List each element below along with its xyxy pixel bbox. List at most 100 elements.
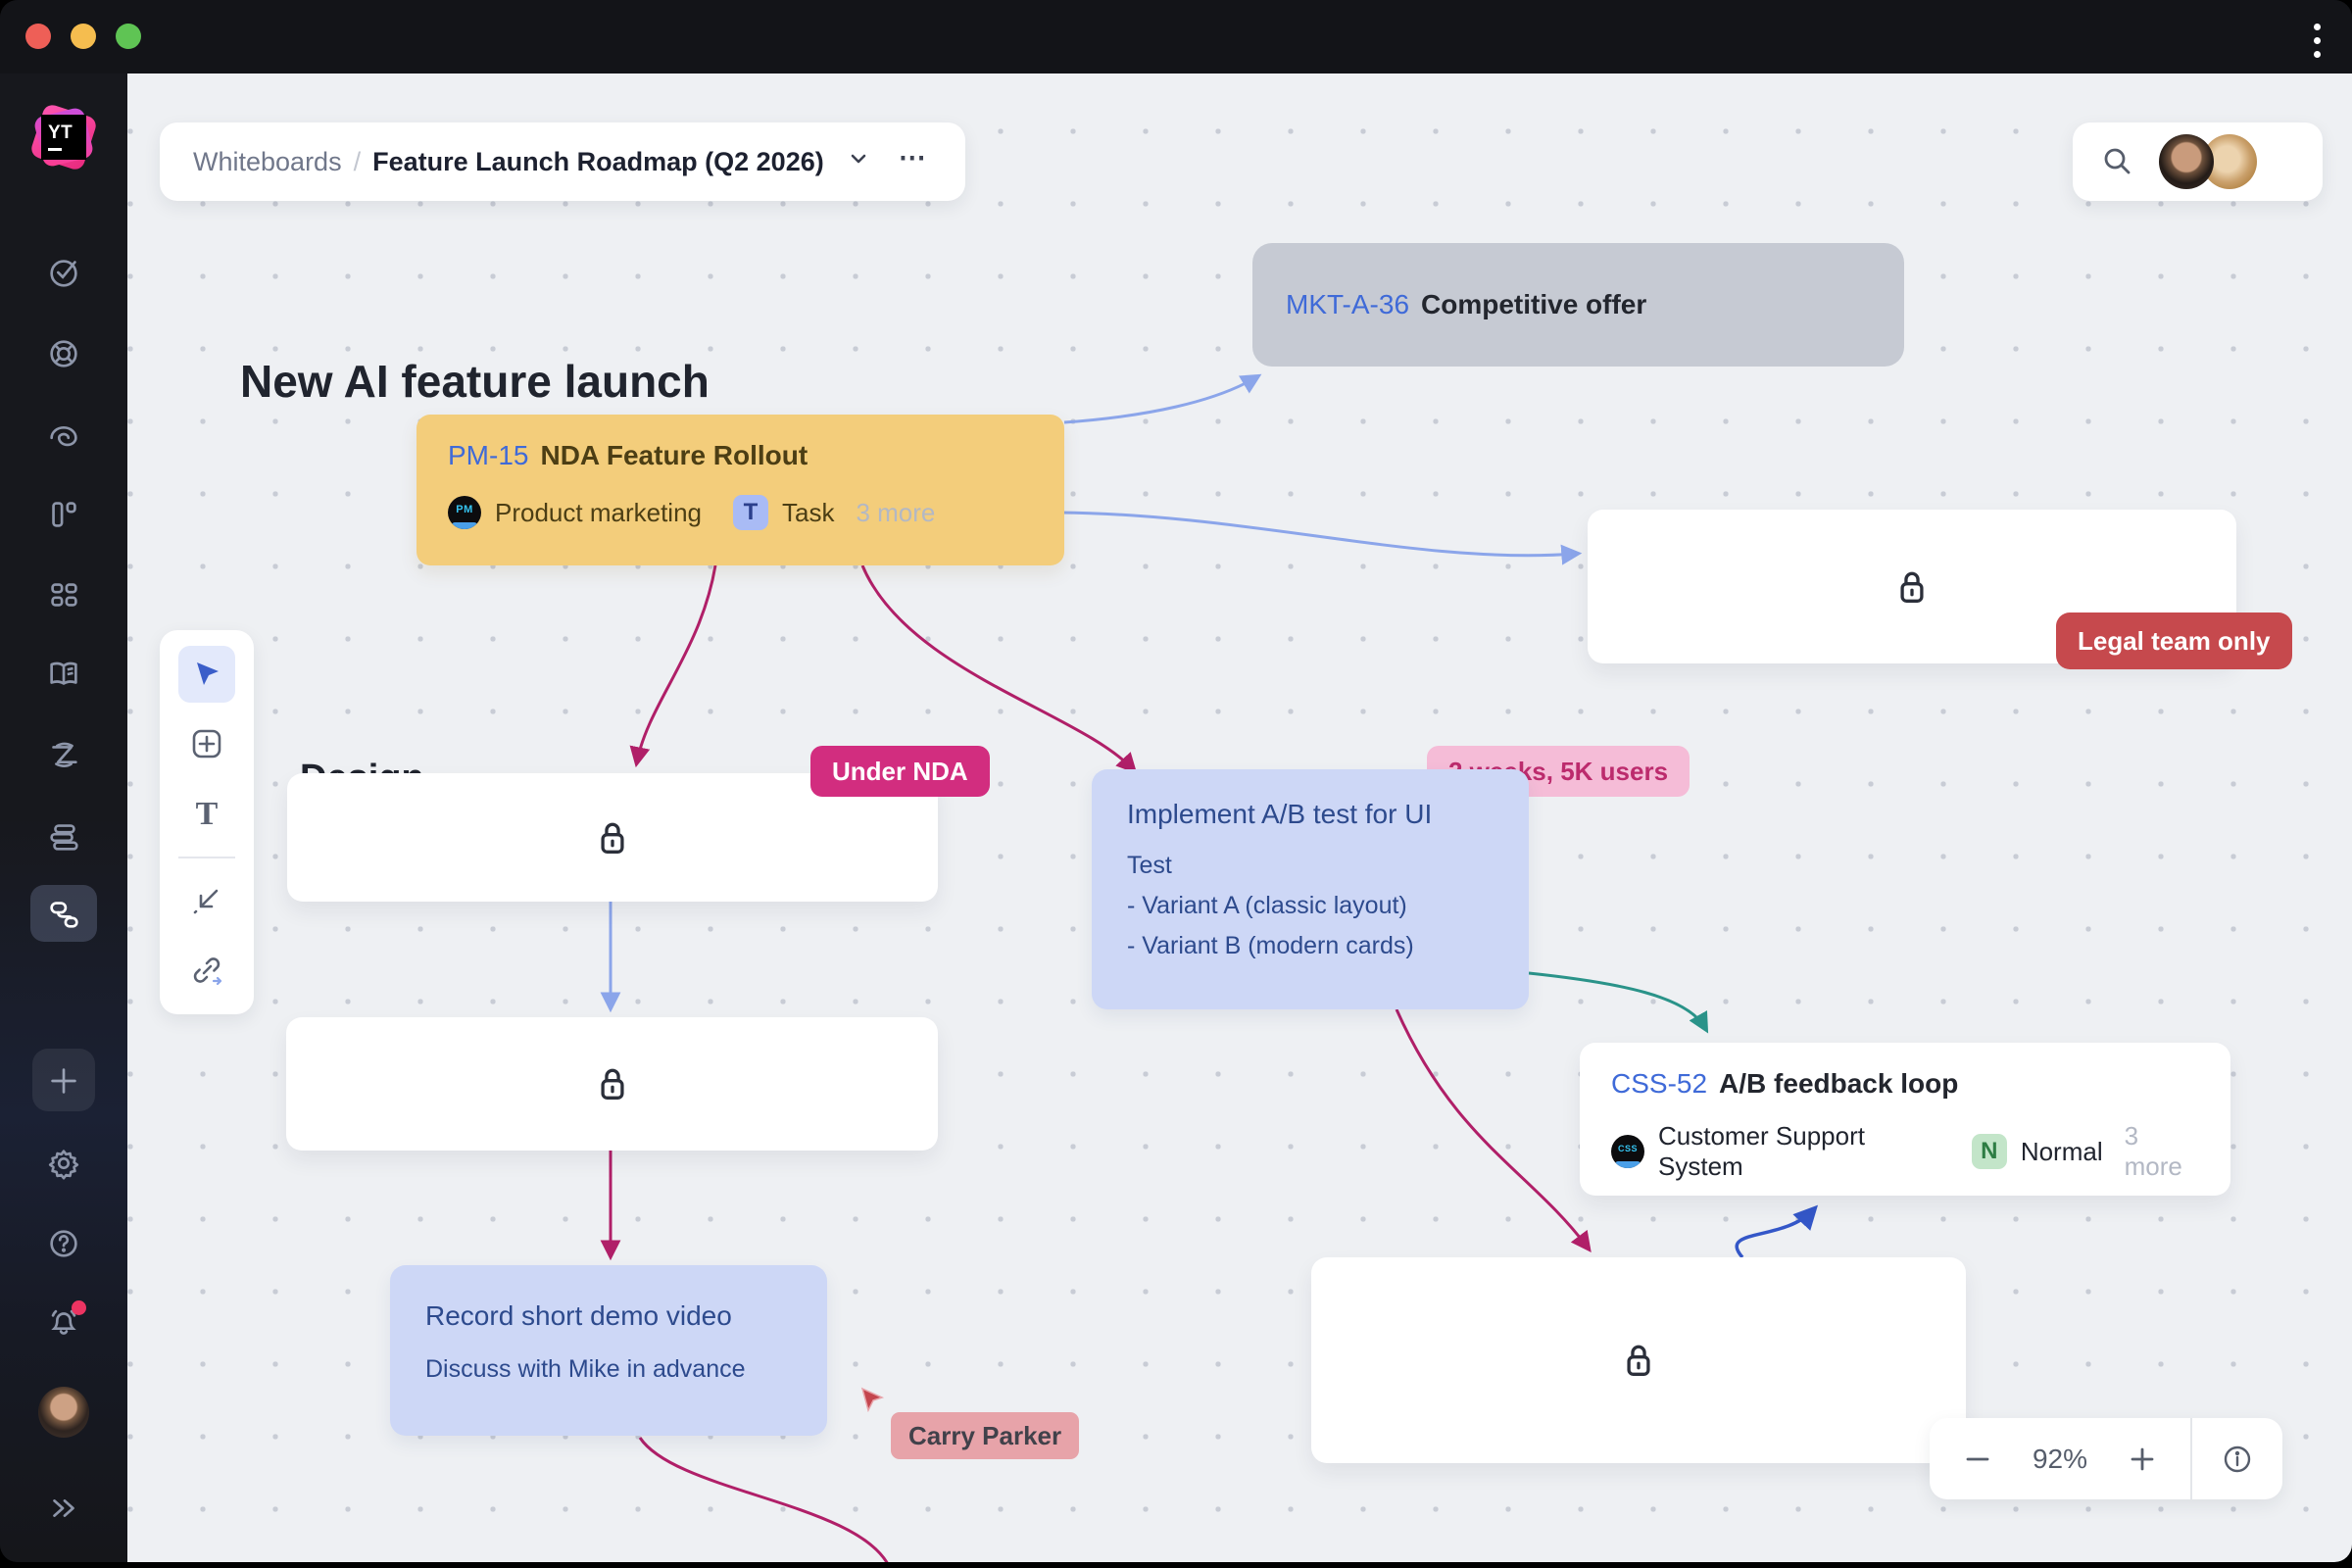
priority-label: Normal bbox=[2020, 1136, 2103, 1166]
close-window-button[interactable] bbox=[25, 24, 51, 49]
sidebar-item-sprints[interactable] bbox=[0, 416, 127, 453]
badge-legal-team-only[interactable]: Legal team only bbox=[2056, 612, 2292, 669]
zoom-window-button[interactable] bbox=[116, 24, 141, 49]
minimize-window-button[interactable] bbox=[71, 24, 96, 49]
sidebar-user-avatar[interactable] bbox=[38, 1387, 89, 1438]
window-menu-icon[interactable] bbox=[2310, 20, 2325, 62]
logo-text: YT bbox=[48, 122, 74, 143]
plus-icon bbox=[51, 1068, 76, 1094]
project-name: Customer Support System bbox=[1658, 1121, 1865, 1181]
more-fields-label[interactable]: 3 more bbox=[2124, 1121, 2182, 1181]
sidebar-item-board[interactable] bbox=[0, 496, 127, 533]
book-icon bbox=[50, 662, 77, 685]
collaborator-avatars bbox=[2159, 134, 2257, 189]
canvas-heading-main: New AI feature launch bbox=[240, 356, 710, 407]
help-button[interactable] bbox=[0, 1225, 127, 1262]
issue-card-mkt[interactable]: MKT-A-36 Competitive offer bbox=[1252, 243, 1904, 367]
info-icon bbox=[2224, 1446, 2251, 1472]
title-bar bbox=[0, 0, 2352, 74]
breadcrumb-section[interactable]: Whiteboards bbox=[193, 146, 342, 176]
sidebar-item-helpdesk[interactable] bbox=[0, 335, 127, 372]
locked-card-design-2[interactable] bbox=[286, 1017, 938, 1151]
badge-under-nda[interactable]: Under NDA bbox=[810, 746, 990, 797]
issue-id-link[interactable]: PM-15 bbox=[448, 440, 529, 470]
sticky-title: Implement A/B test for UI bbox=[1127, 799, 1433, 829]
sticky-title: Record short demo video bbox=[425, 1300, 732, 1331]
breadcrumb-separator: / bbox=[353, 146, 362, 176]
cursor-icon bbox=[197, 662, 219, 685]
info-button[interactable] bbox=[2192, 1443, 2282, 1476]
zoom-level[interactable]: 92% bbox=[2032, 1443, 2088, 1474]
sidebar-item-whiteboards[interactable] bbox=[0, 896, 127, 933]
remote-cursor bbox=[857, 1385, 892, 1425]
toolbar-divider bbox=[178, 856, 235, 858]
insert-tool-button[interactable] bbox=[178, 872, 235, 929]
sidebar-item-tasks[interactable] bbox=[0, 254, 127, 291]
zoom-divider bbox=[2190, 1418, 2192, 1499]
zoom-out-button[interactable] bbox=[1956, 1438, 1999, 1481]
gear-icon bbox=[48, 1150, 79, 1180]
project-avatar: CSS bbox=[1611, 1135, 1644, 1168]
tool-palette: T bbox=[160, 630, 254, 1014]
board-columns-icon bbox=[52, 502, 76, 527]
project-name: Product marketing bbox=[495, 497, 702, 527]
whiteboard-canvas[interactable]: Whiteboards / Feature Launch Roadmap (Q2… bbox=[127, 74, 2352, 1562]
project-avatar: PM bbox=[448, 496, 481, 529]
sidebar-item-timesheets[interactable] bbox=[0, 737, 127, 774]
more-fields-label[interactable]: 3 more bbox=[856, 497, 936, 527]
sticky-line: - Variant A (classic layout) bbox=[1127, 892, 1407, 919]
search-icon[interactable] bbox=[2096, 140, 2139, 183]
breadcrumb: Whiteboards / Feature Launch Roadmap (Q2… bbox=[160, 122, 965, 201]
type-chip: T bbox=[732, 495, 768, 530]
hourglass-icon bbox=[52, 742, 77, 768]
sidebar-item-knowledge-base[interactable] bbox=[0, 656, 127, 693]
sidebar-item-dashboards[interactable] bbox=[0, 576, 127, 613]
issue-card-pm[interactable]: PM-15 NDA Feature Rollout PM Product mar… bbox=[416, 415, 1064, 565]
sticky-ab-test[interactable]: Implement A/B test for UI Test - Variant… bbox=[1092, 769, 1529, 1009]
lock-icon bbox=[1900, 571, 1924, 603]
locked-card-bottom[interactable] bbox=[1311, 1257, 1966, 1463]
zoom-control: 92% bbox=[1930, 1418, 2282, 1499]
sidebar: YT bbox=[0, 74, 127, 1562]
expand-sidebar-button[interactable] bbox=[0, 1490, 127, 1527]
link-tool-button[interactable] bbox=[178, 942, 235, 999]
plus-icon bbox=[2131, 1447, 2154, 1470]
sidebar-active-highlight bbox=[30, 885, 97, 942]
text-tool-button[interactable]: T bbox=[178, 786, 235, 843]
spiral-icon bbox=[50, 426, 77, 447]
check-circle-icon bbox=[50, 260, 77, 287]
grid-icon bbox=[51, 583, 77, 607]
page-title[interactable]: Feature Launch Roadmap (Q2 2026) bbox=[372, 146, 824, 176]
sticky-record-video[interactable]: Record short demo video Discuss with Mik… bbox=[390, 1265, 827, 1436]
youtrack-logo[interactable]: YT bbox=[28, 102, 99, 172]
whiteboard-icon bbox=[50, 902, 78, 928]
link-icon bbox=[193, 957, 222, 986]
window-controls bbox=[25, 24, 141, 49]
plus-square-icon bbox=[192, 730, 221, 759]
issue-title: A/B feedback loop bbox=[1719, 1068, 1959, 1099]
more-options-icon[interactable]: ⋯ bbox=[898, 141, 928, 172]
issue-title: Competitive offer bbox=[1421, 289, 1647, 319]
notification-badge bbox=[72, 1300, 86, 1315]
collaborator-avatar-1[interactable] bbox=[2159, 134, 2214, 189]
zoom-in-button[interactable] bbox=[2121, 1438, 2164, 1481]
lock-icon bbox=[601, 822, 624, 854]
sidebar-item-gantt[interactable] bbox=[0, 818, 127, 856]
add-shape-tool-button[interactable] bbox=[178, 716, 235, 773]
issue-id-link[interactable]: MKT-A-36 bbox=[1286, 289, 1410, 319]
sticky-line: Discuss with Mike in advance bbox=[425, 1355, 746, 1383]
select-tool-button[interactable] bbox=[178, 646, 235, 703]
notifications-button[interactable] bbox=[0, 1300, 127, 1342]
issue-id-link[interactable]: CSS-52 bbox=[1611, 1068, 1708, 1099]
issue-card-css[interactable]: CSS-52 A/B feedback loop CSS Customer Su… bbox=[1580, 1043, 2230, 1196]
settings-button[interactable] bbox=[0, 1145, 127, 1182]
priority-chip: N bbox=[1971, 1134, 2007, 1169]
top-right-bar bbox=[2073, 122, 2323, 201]
add-button[interactable] bbox=[0, 1062, 127, 1100]
chevron-down-icon[interactable] bbox=[846, 146, 871, 178]
help-icon bbox=[50, 1230, 77, 1257]
lock-icon bbox=[600, 1068, 624, 1100]
text-tool-icon: T bbox=[195, 796, 219, 833]
